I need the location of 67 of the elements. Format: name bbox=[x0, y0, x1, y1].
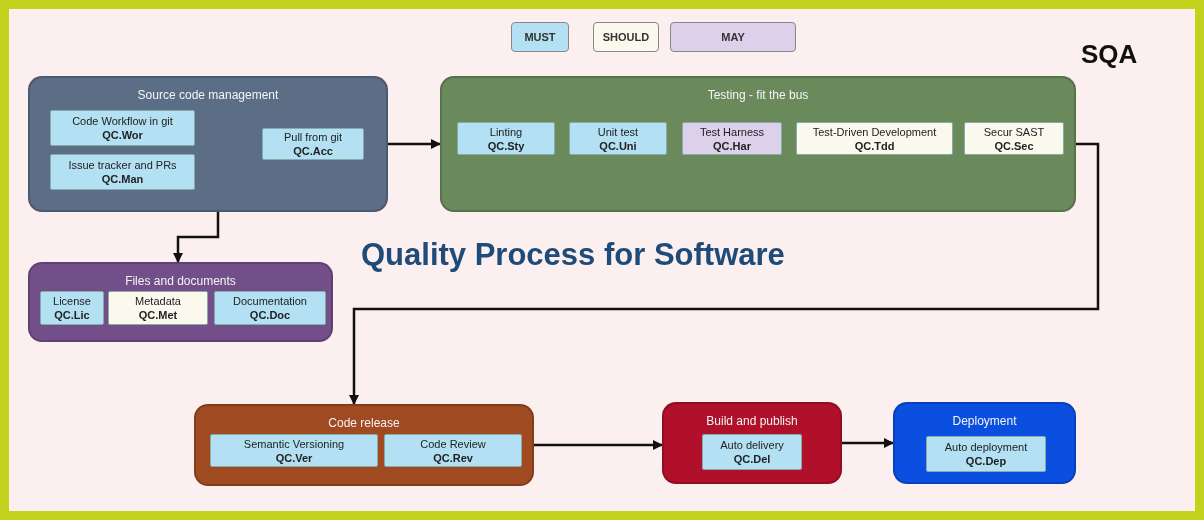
group-panel bbox=[440, 76, 1076, 212]
group-panel bbox=[893, 402, 1076, 484]
arrow bbox=[534, 440, 663, 450]
group-panel bbox=[28, 76, 388, 212]
check-name: Code Review bbox=[420, 436, 486, 451]
check-code: QC.Har bbox=[713, 138, 751, 153]
corner-label: SQA bbox=[1081, 39, 1138, 70]
check-box bbox=[50, 110, 195, 146]
check-name: Unit test bbox=[597, 124, 639, 139]
arrow bbox=[842, 438, 894, 448]
check-name: Issue tracker and PRs bbox=[68, 158, 177, 172]
check-box bbox=[702, 434, 802, 470]
legend-swatch: MUST bbox=[511, 22, 569, 52]
check-code: QC.Man bbox=[101, 172, 144, 186]
check-name: Linting bbox=[489, 124, 523, 139]
check-box bbox=[384, 434, 522, 467]
check-code: QC.Acc bbox=[293, 144, 333, 158]
group-heading: Files and documents bbox=[124, 274, 237, 288]
check-box bbox=[964, 122, 1064, 155]
legend-swatch: SHOULD bbox=[593, 22, 659, 52]
check-code: QC.Lic bbox=[54, 308, 90, 322]
check-code: QC.Doc bbox=[249, 308, 291, 322]
group-panel bbox=[662, 402, 842, 484]
check-code: QC.Sec bbox=[994, 138, 1034, 153]
check-code: QC.Dep bbox=[965, 454, 1007, 468]
check-box bbox=[262, 128, 364, 160]
check-name: License bbox=[53, 294, 91, 308]
check-box bbox=[569, 122, 667, 155]
check-code: QC.Sty bbox=[487, 138, 525, 153]
check-box bbox=[796, 122, 953, 155]
check-name: Test-Driven Development bbox=[812, 124, 937, 139]
group-heading: Testing - fit the bus bbox=[706, 88, 810, 102]
check-code: QC.Met bbox=[138, 308, 178, 322]
arrow bbox=[388, 139, 441, 149]
check-code: QC.Wor bbox=[102, 128, 143, 142]
check-name: Metadata bbox=[135, 294, 181, 308]
check-box bbox=[210, 434, 378, 467]
group-heading: Deployment bbox=[951, 414, 1018, 428]
check-name: Auto delivery bbox=[720, 438, 784, 452]
check-box bbox=[40, 291, 104, 325]
check-box bbox=[457, 122, 555, 155]
check-name: Code Workflow in git bbox=[72, 114, 173, 128]
group-heading: Code release bbox=[327, 416, 401, 430]
check-name: Semantic Versioning bbox=[243, 436, 345, 451]
group-heading: Source code management bbox=[136, 88, 280, 102]
check-name: Secur SAST bbox=[983, 124, 1045, 139]
check-code: QC.Rev bbox=[433, 450, 473, 465]
arrow bbox=[173, 212, 220, 263]
check-name: Auto deployment bbox=[944, 440, 1028, 454]
check-name: Documentation bbox=[233, 294, 307, 308]
check-box bbox=[926, 436, 1046, 472]
check-name: Pull from git bbox=[283, 130, 343, 144]
check-code: QC.Uni bbox=[599, 138, 637, 153]
group-panel bbox=[194, 404, 534, 486]
check-code: QC.Ver bbox=[275, 450, 313, 465]
check-name: Test Harness bbox=[699, 124, 765, 139]
check-box bbox=[214, 291, 326, 325]
check-box bbox=[682, 122, 782, 155]
arrow bbox=[349, 142, 1100, 405]
check-box bbox=[108, 291, 208, 325]
group-heading: Build and publish bbox=[705, 414, 799, 428]
legend-swatch: MAY bbox=[670, 22, 796, 52]
check-box bbox=[50, 154, 195, 190]
check-code: QC.Tdd bbox=[854, 138, 895, 153]
group-panel bbox=[28, 262, 333, 342]
title: Quality Process for Software bbox=[361, 237, 785, 273]
check-code: QC.Del bbox=[733, 452, 771, 466]
